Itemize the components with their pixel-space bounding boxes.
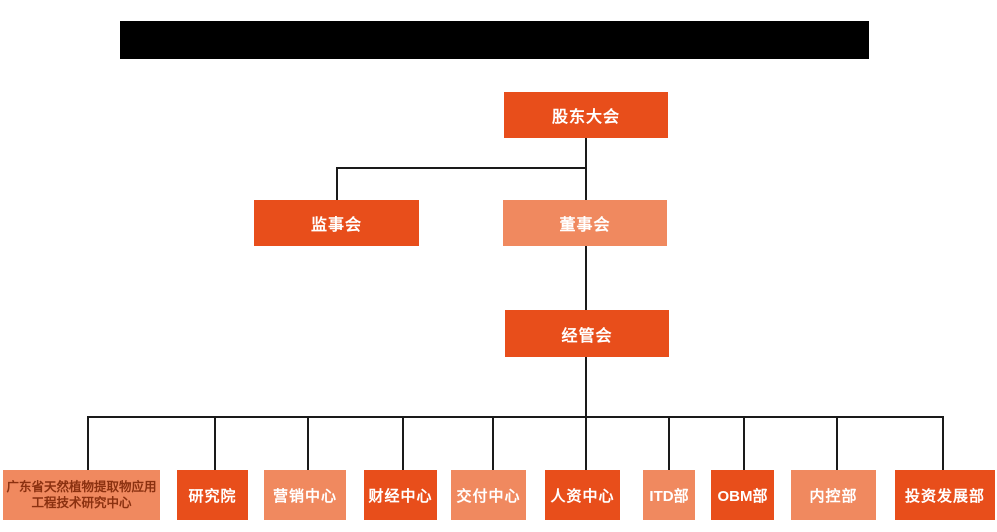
- connector-line: [214, 416, 216, 470]
- connector-line: [942, 416, 944, 470]
- org-node-finance-center: 财经中心: [364, 470, 437, 520]
- connector-line: [336, 167, 338, 200]
- connector-line: [336, 167, 587, 169]
- connector-line: [87, 416, 89, 470]
- org-node-delivery-center: 交付中心: [451, 470, 526, 520]
- org-node-supervisory-board: 监事会: [254, 200, 419, 246]
- org-node-hr-center: 人资中心: [545, 470, 620, 520]
- connector-line: [307, 416, 309, 470]
- redacted-title-bar: [120, 21, 869, 59]
- org-node-internal-control-department: 内控部: [791, 470, 876, 520]
- connector-line: [402, 416, 404, 470]
- org-node-marketing-center: 营销中心: [264, 470, 346, 520]
- connector-line: [668, 416, 670, 470]
- org-node-management-committee: 经管会: [505, 310, 669, 357]
- org-node-research-institute: 研究院: [177, 470, 248, 520]
- org-node-research-center-gd-plant-extract: 广东省天然植物提取物应用工程技术研究中心: [3, 470, 160, 520]
- org-node-investment-development-department: 投资发展部: [895, 470, 995, 520]
- org-node-itd-department: ITD部: [643, 470, 695, 520]
- connector-line: [87, 416, 944, 418]
- connector-line: [585, 138, 587, 200]
- connector-line: [743, 416, 745, 470]
- connector-line: [585, 357, 587, 470]
- org-node-shareholders-meeting: 股东大会: [504, 92, 668, 138]
- connector-line: [585, 246, 587, 310]
- org-node-board-of-directors: 董事会: [503, 200, 667, 246]
- connector-line: [492, 416, 494, 470]
- org-node-obm-department: OBM部: [711, 470, 774, 520]
- connector-line: [836, 416, 838, 470]
